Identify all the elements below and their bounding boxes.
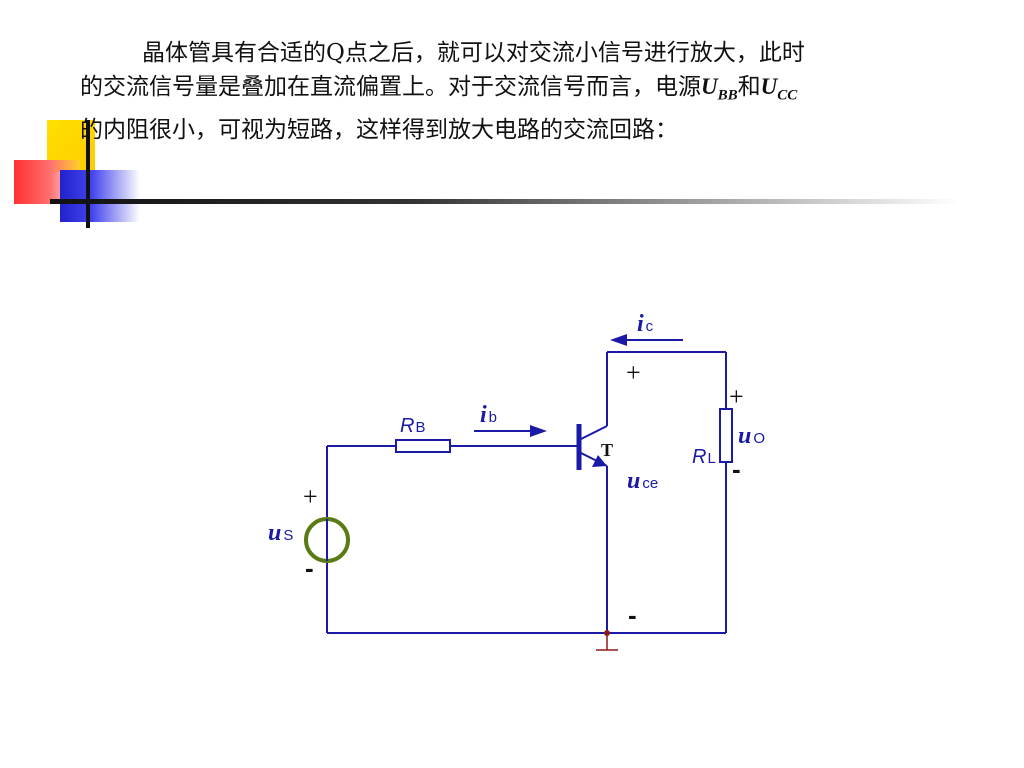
decor-vertical-line: [86, 120, 90, 228]
ib-arrow-head: [530, 425, 547, 437]
us-plus-sign: +: [303, 482, 318, 511]
rb-label: RB: [400, 415, 425, 437]
uce-plus-sign: +: [626, 358, 641, 387]
rl-resistor: [719, 408, 733, 463]
emitter-arrow: [592, 455, 607, 467]
ubb-symbol: UBB: [701, 74, 738, 104]
uo-plus-sign: +: [729, 382, 744, 411]
transistor-label: T: [601, 440, 613, 460]
transistor-collector-lead: [580, 425, 608, 440]
paragraph-line-2: 的交流信号量是叠加在直流偏置上。对于交流信号而言，电源: [80, 74, 701, 100]
slide-paragraph: 晶体管具有合适的Q点之后，就可以对交流小信号进行放大，此时 的交流信号量是叠加在…: [80, 36, 980, 147]
uo-minus-sign: -: [732, 454, 741, 484]
ic-arrow-head: [610, 334, 627, 346]
ucc-symbol: UCC: [760, 74, 798, 104]
us-minus-sign: -: [305, 553, 314, 583]
uce-minus-sign: -: [628, 600, 637, 630]
rb-resistor: [395, 439, 451, 453]
decor-blue-square: [60, 170, 140, 222]
paragraph-line-3: 的内阻很小，可视为短路，这样得到放大电路的交流回路：: [80, 116, 678, 143]
decor-horizontal-rule: [50, 199, 960, 204]
rl-label: RL: [692, 446, 716, 468]
paragraph-line-1: 晶体管具有合适的Q点之后，就可以对交流小信号进行放大，此时: [142, 40, 805, 66]
paragraph-conj: 和: [737, 74, 761, 100]
